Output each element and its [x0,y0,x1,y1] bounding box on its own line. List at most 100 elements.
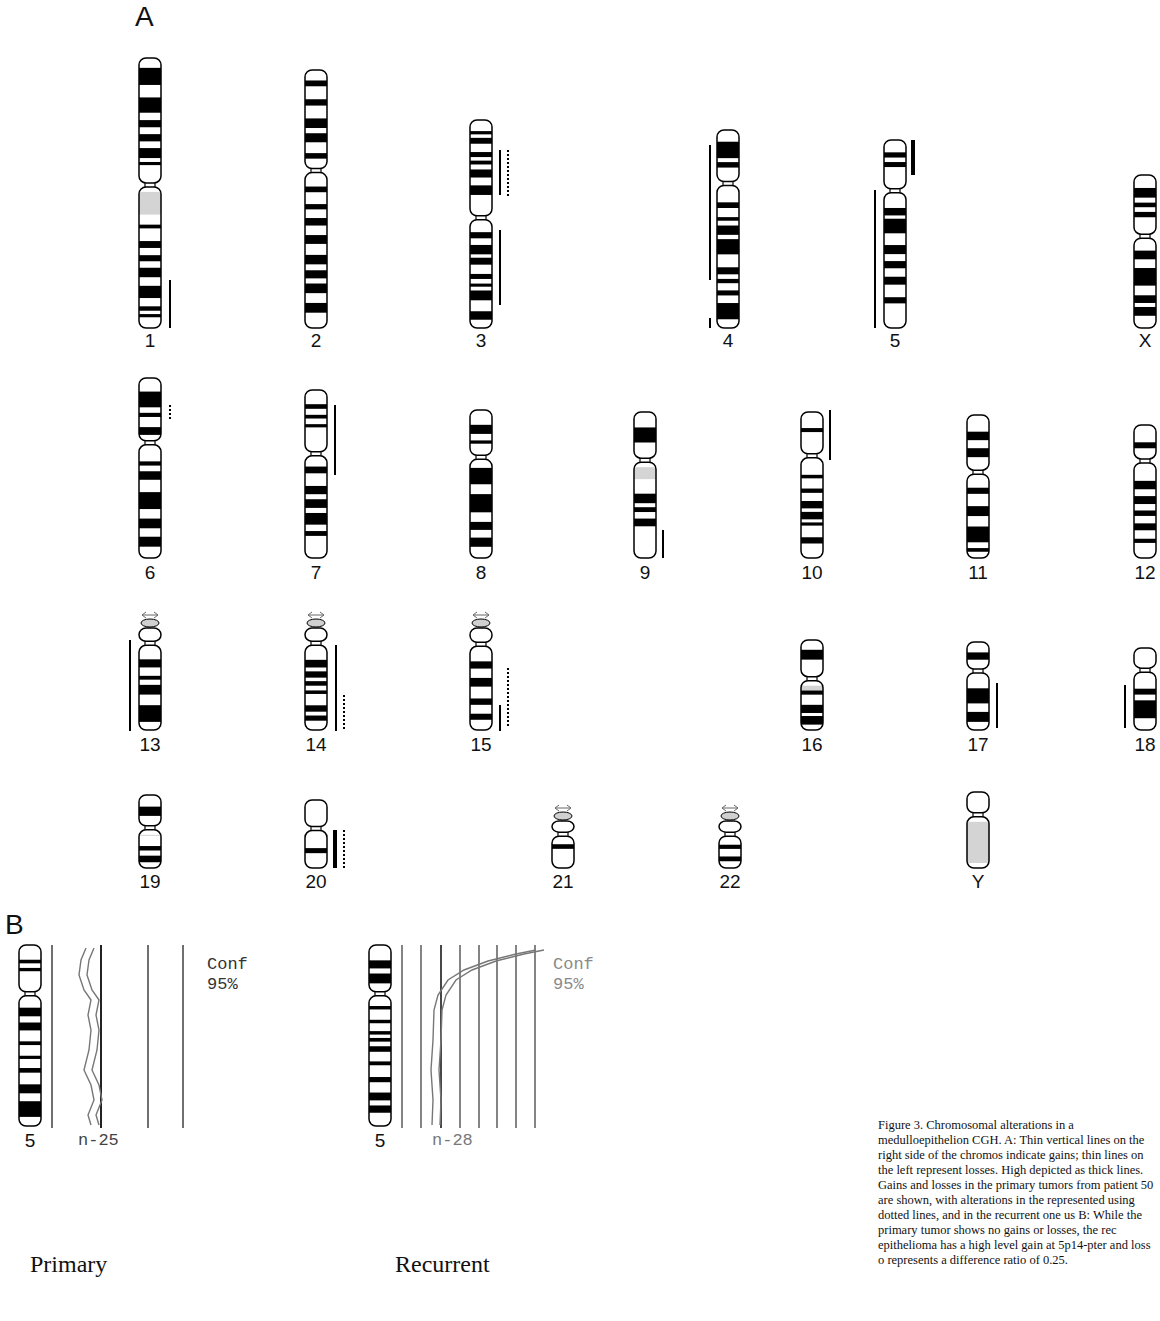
chromosome-band [1134,442,1156,448]
chromosome-band [139,314,161,317]
satellite-arrow [555,805,571,811]
heterochromatin-band [801,686,823,691]
chromosome-band [19,1023,41,1031]
alteration-line [709,318,711,328]
chromosome-arm [470,410,492,455]
chromosome-arm [552,821,574,832]
chromosome-number: 17 [967,735,988,755]
chromosome-band [139,68,161,85]
chromosome-outline [1134,463,1156,558]
chromosome-band [305,255,327,264]
chromosome-band [717,303,739,319]
chromosome-band [719,856,741,861]
chromosome-band [967,527,989,543]
chromosome-arm [139,795,161,826]
chromosome-band [967,712,989,722]
alteration-line [499,705,501,731]
satellite-arrow [473,612,489,618]
chromosome-band [470,274,492,279]
chromosome-arm [884,193,906,328]
chromosome-arm [1134,238,1156,328]
chromosome-band [801,512,823,519]
chromosome-band [19,1084,41,1093]
chromosome-band [305,660,327,668]
chromosome-arm [305,628,327,641]
chromosome-band [967,506,989,516]
chromosome-band [801,489,823,493]
chromosome-band [139,162,161,165]
heterochromatin-band [139,835,161,836]
chromosome-outline [967,642,989,669]
chromosome-band [139,306,161,310]
alteration-line [662,530,664,558]
chromosome-band [139,471,161,480]
chromosome-band [634,519,656,527]
chromosome-band [801,501,823,508]
chromosome-outline [967,673,989,730]
chromosome-outline [470,646,492,730]
chromosome-arm [305,645,327,730]
chromosome-band [470,698,492,704]
ratio-threshold-line [147,945,148,1128]
alteration-line [335,645,337,731]
chromosome-band [470,258,492,265]
chromosome-band [139,807,161,816]
chromosome-band [470,678,492,687]
chromosome-number: 21 [552,872,573,892]
chromosome-arm [1134,175,1156,234]
chromosome-number: 19 [139,872,160,892]
chromosome-band [717,142,739,158]
chromosome-band [634,494,656,504]
chromosome-number: 14 [305,735,326,755]
ratio-profile-curve [87,948,102,1125]
chromosome-band [1134,203,1156,208]
panel-letter: A [135,2,154,32]
chromosome-arm [967,673,989,730]
chromosome-arm [139,58,161,183]
chromosome-number: 20 [305,872,326,892]
chromosome-outline [1134,648,1156,668]
ratio-threshold-line [182,945,183,1128]
chromosome-arm [884,140,906,189]
chromosome-band [470,522,492,530]
chromosome-band [139,255,161,261]
chromosome-arm [719,836,741,868]
chromosome-arm [369,996,391,1126]
chromosome-band [305,284,327,294]
chromosome-band [139,492,161,509]
chromosome-band [139,685,161,695]
chromosome-band [369,1046,391,1052]
chromosome-arm [717,130,739,181]
chromosome-band [1134,481,1156,489]
chromosome-band [470,131,492,134]
alteration-line [169,280,171,328]
chromosome-arm [967,642,989,669]
chromosome-outline [305,390,327,452]
chromosome-outline [139,795,161,826]
alteration-line [334,405,336,475]
chromosome-band [1134,510,1156,515]
chromosome-arm [717,185,739,328]
chromosome-outline [305,70,327,169]
chromosome-outline [19,996,41,1126]
chromosome-band [884,152,906,157]
chromosome-arm [139,445,161,558]
chromosome-band [369,1020,391,1023]
chromosome-number: 3 [476,331,487,351]
chromosome-band [369,960,391,968]
chromosome-arm [1134,425,1156,459]
chromosome-band [1134,539,1156,543]
chromosome-number: 12 [1134,563,1155,583]
chromosome-outline [552,821,574,832]
chromosome-arm [139,628,161,641]
chromosome-band [305,499,327,508]
chromosome-band [634,507,656,512]
chromosome-arm [552,836,574,868]
chromosome-band [139,392,161,408]
chromosome-band [470,284,492,287]
panel-letter: B [5,910,24,940]
chromosome-band [470,714,492,720]
high-level-line [333,830,337,868]
chromosome-band [884,208,906,215]
chromosome-arm [470,646,492,730]
